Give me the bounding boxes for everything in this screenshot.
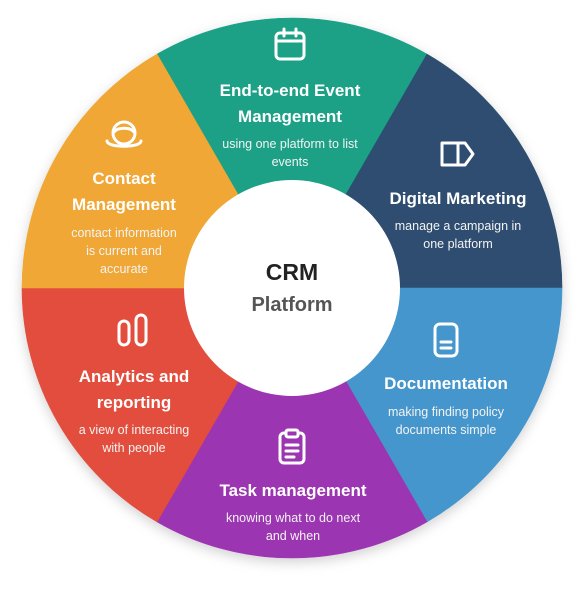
center-hub: [184, 180, 400, 396]
segment-contact-desc-line-3: accurate: [100, 262, 148, 276]
segment-documentation-desc-line-2: documents simple: [395, 423, 497, 437]
document-icon: [426, 320, 466, 360]
segment-marketing-desc: manage a campaign in one platform: [378, 217, 538, 253]
segment-task-title: Task management: [193, 478, 393, 504]
segment-analytics-desc: a view of interacting with people: [54, 421, 214, 457]
segment-event-desc-line-1: using one platform to list: [222, 137, 358, 151]
segment-analytics-title-line-2: reporting: [96, 393, 172, 412]
segment-contact-desc: contact information is current and accur…: [44, 224, 204, 278]
segment-contact-desc-line-2: is current and: [86, 244, 162, 258]
clipboard-icon: [272, 427, 312, 467]
segment-event-desc-line-2: events: [271, 155, 309, 169]
segment-contact-desc-line-1: contact information: [71, 226, 177, 240]
segment-event-title-line-2: Management: [238, 107, 342, 126]
segment-task-desc: knowing what to do next and when: [193, 509, 393, 545]
segment-documentation-title: Documentation: [366, 371, 526, 397]
segment-analytics-title-line-1: Analytics and: [78, 367, 190, 386]
segment-event-desc: using one platform to list events: [190, 135, 390, 171]
segment-documentation-desc: making finding policy documents simple: [366, 403, 526, 439]
segment-marketing-title-line-1: Digital Marketing: [389, 189, 527, 208]
segment-event-title-line-1: End-to-end Event: [219, 81, 361, 100]
segment-marketing-desc-line-1: manage a campaign in: [394, 219, 522, 233]
calendar-icon: [270, 25, 310, 65]
segment-contact-title-line-1: Contact: [92, 169, 156, 188]
segment-analytics-desc-line-1: a view of interacting: [78, 423, 190, 437]
segment-task-desc-line-1: knowing what to do next: [225, 511, 361, 525]
segment-task-title-line-1: Task management: [219, 481, 367, 500]
bar-chart-icon: [113, 311, 153, 351]
segment-event-title: End-to-end Event Management: [190, 78, 390, 130]
tag-icon: [438, 134, 478, 174]
center-subtitle: Platform: [251, 294, 333, 316]
segment-task-desc-line-2: and when: [265, 529, 321, 543]
segment-marketing-title: Digital Marketing: [378, 186, 538, 212]
segment-contact-title: Contact Management: [44, 166, 204, 218]
segment-analytics-title: Analytics and reporting: [54, 364, 214, 416]
contacts-icon: [104, 117, 144, 157]
segment-analytics-desc-line-2: with people: [102, 441, 166, 455]
segment-documentation-title-line-1: Documentation: [384, 374, 508, 393]
center-title: CRM: [265, 259, 319, 285]
segment-marketing-desc-line-2: one platform: [423, 237, 493, 251]
segment-documentation-desc-line-1: making finding policy: [387, 405, 505, 419]
segment-event: [156, 17, 428, 289]
segment-task: [156, 287, 428, 559]
segment-contact-title-line-2: Management: [72, 195, 176, 214]
